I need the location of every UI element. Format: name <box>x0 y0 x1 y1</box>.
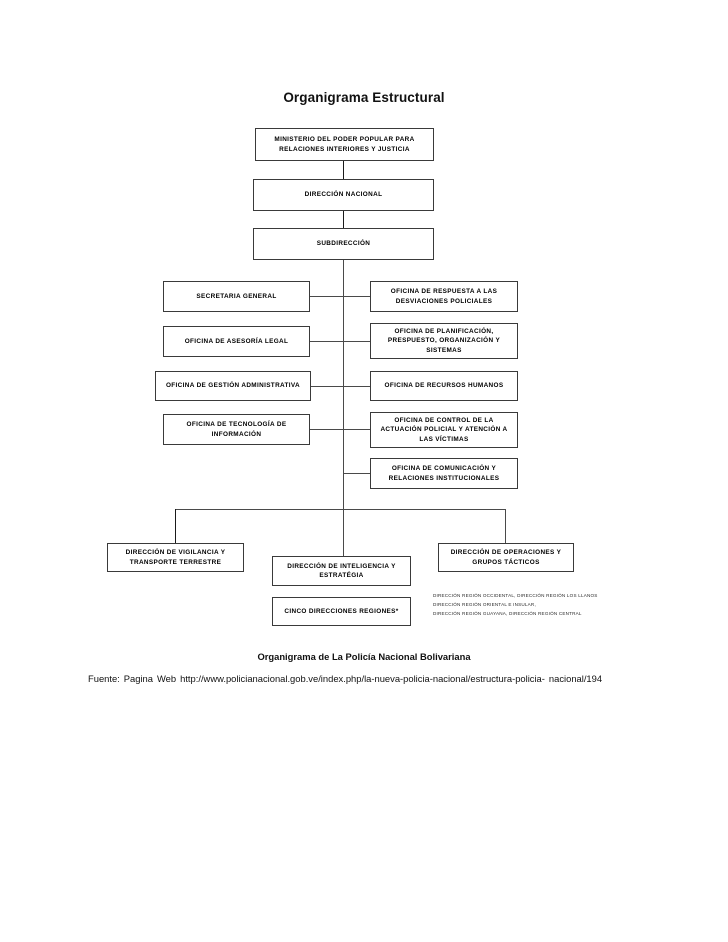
connector-central-spine <box>343 260 345 510</box>
node-secretaria-general-label: SECRETARIA GENERAL <box>196 292 277 300</box>
node-vigilancia-transporte-label: DIRECCIÓN DE VIGILANCIA Y TRANSPORTE TER… <box>125 549 226 566</box>
node-respuesta-desviaciones-label: OFICINA DE RESPUESTA A LAS DESVIACIONES … <box>390 288 498 305</box>
node-recursos-humanos: OFICINA DE RECURSOS HUMANOS <box>370 371 518 401</box>
node-planificacion: OFICINA DE PLANIFICACIÓN, PRESPUESTO, OR… <box>370 323 518 359</box>
connector-spine-planificacion <box>343 341 371 343</box>
node-control-actuacion: OFICINA DE CONTROL DE LA ACTUACIÓN POLIC… <box>370 412 518 448</box>
connector-bar-to-operaciones <box>505 509 507 543</box>
source-citation-tail: nacional/194 <box>548 673 603 684</box>
node-vigilancia-transporte: DIRECCIÓN DE VIGILANCIA Y TRANSPORTE TER… <box>107 543 244 572</box>
connector-spine-control <box>343 429 371 431</box>
connector-spine-comunicacion <box>343 473 371 475</box>
connector-secretaria-spine <box>310 296 344 298</box>
node-cinco-direcciones: CINCO DIRECCIONES REGIONES* <box>272 597 411 626</box>
node-gestion-administrativa: OFICINA DE GESTIÓN ADMINISTRATIVA <box>155 371 311 401</box>
regions-note: DIRECCIÓN REGIÓN OCCIDENTAL, DIRECCIÓN R… <box>433 592 633 619</box>
node-inteligencia-estrategia-label: DIRECCIÓN DE INTELIGENCIA Y ESTRATÉGIA <box>287 562 396 579</box>
node-ministerio-label: MINISTERIO DEL PODER POPULAR PARA RELACI… <box>274 136 415 153</box>
regions-note-line-2: DIRECCIÓN REGIÓN ORIENTAL E INSULAR, <box>433 601 536 607</box>
node-ministerio: MINISTERIO DEL PODER POPULAR PARA RELACI… <box>255 128 434 161</box>
regions-note-line-3: DIRECCIÓN REGIÓN GUAYANA, DIRECCIÓN REGI… <box>433 610 582 616</box>
connector-spine-respuesta <box>343 296 371 298</box>
connector-bar-to-vigilancia <box>175 509 177 543</box>
node-control-actuacion-label: OFICINA DE CONTROL DE LA ACTUACIÓN POLIC… <box>380 417 508 443</box>
connector-bar-to-inteligencia <box>343 509 345 556</box>
connector-gestion-spine <box>311 386 344 388</box>
connector-ministerio-direccion <box>343 161 345 179</box>
source-citation: Fuente: Pagina Web http://www.policianac… <box>88 670 640 688</box>
node-secretaria-general: SECRETARIA GENERAL <box>163 281 310 312</box>
node-direccion-nacional: DIRECCIÓN NACIONAL <box>253 179 434 211</box>
node-cinco-direcciones-label: CINCO DIRECCIONES REGIONES* <box>284 607 399 615</box>
node-asesoria-legal-label: OFICINA DE ASESORÍA LEGAL <box>184 337 289 345</box>
node-respuesta-desviaciones: OFICINA DE RESPUESTA A LAS DESVIACIONES … <box>370 281 518 312</box>
node-comunicacion: OFICINA DE COMUNICACIÓN Y RELACIONES INS… <box>370 458 518 489</box>
node-inteligencia-estrategia: DIRECCIÓN DE INTELIGENCIA Y ESTRATÉGIA <box>272 556 411 586</box>
node-subdireccion-label: SUBDIRECCIÓN <box>316 240 371 248</box>
connector-tecnologia-spine <box>310 429 344 431</box>
node-comunicacion-label: OFICINA DE COMUNICACIÓN Y RELACIONES INS… <box>388 465 500 482</box>
connector-distribution-bar <box>175 509 506 511</box>
node-direccion-nacional-label: DIRECCIÓN NACIONAL <box>304 191 383 199</box>
page-title: Organigrama Estructural <box>283 90 445 105</box>
connector-spine-recursos <box>343 386 371 388</box>
node-tecnologia-informacion: OFICINA DE TECNOLOGÍA DE INFORMACIÓN <box>163 414 310 445</box>
node-tecnologia-informacion-label: OFICINA DE TECNOLOGÍA DE INFORMACIÓN <box>186 421 287 438</box>
figure-caption: Organigrama de La Policía Nacional Boliv… <box>257 651 471 662</box>
node-operaciones-tacticos: DIRECCIÓN DE OPERACIONES Y GRUPOS TÁCTIC… <box>438 543 574 572</box>
node-operaciones-tacticos-label: DIRECCIÓN DE OPERACIONES Y GRUPOS TÁCTIC… <box>450 549 562 566</box>
source-citation-head: Fuente: Pagina Web http://www.policianac… <box>88 673 545 684</box>
node-recursos-humanos-label: OFICINA DE RECURSOS HUMANOS <box>384 382 504 390</box>
node-gestion-administrativa-label: OFICINA DE GESTIÓN ADMINISTRATIVA <box>165 382 301 390</box>
connector-direccion-subdireccion <box>343 211 345 228</box>
regions-note-line-1: DIRECCIÓN REGIÓN OCCIDENTAL, DIRECCIÓN R… <box>433 593 598 598</box>
connector-asesoria-spine <box>310 341 344 343</box>
node-planificacion-label: OFICINA DE PLANIFICACIÓN, PRESPUESTO, OR… <box>387 328 501 354</box>
node-subdireccion: SUBDIRECCIÓN <box>253 228 434 260</box>
node-asesoria-legal: OFICINA DE ASESORÍA LEGAL <box>163 326 310 357</box>
